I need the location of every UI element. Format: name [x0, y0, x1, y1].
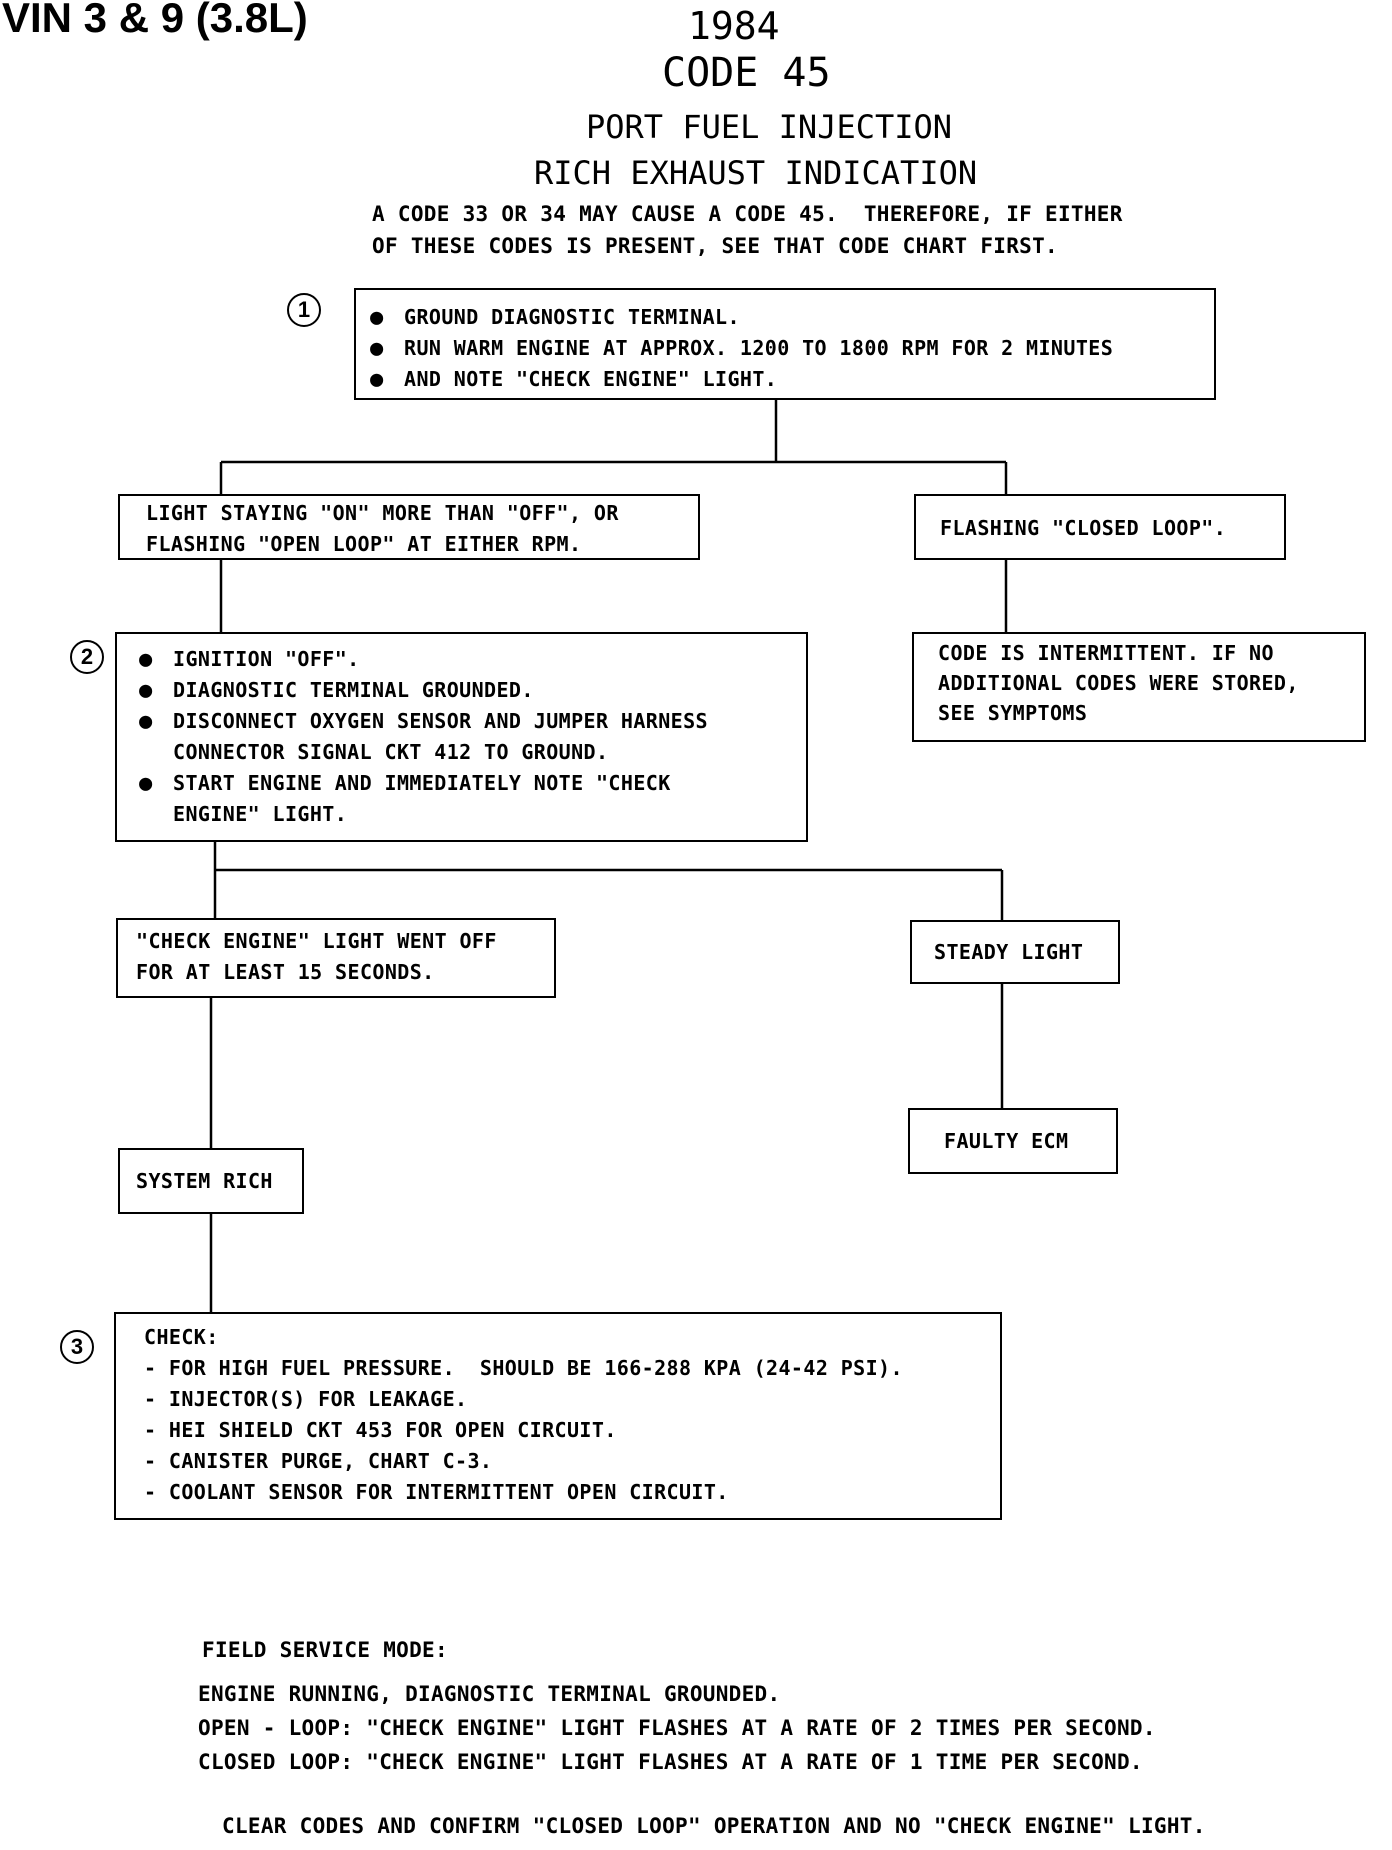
chart-title-line1: PORT FUEL INJECTION — [586, 108, 953, 146]
box2-bullet3: DISCONNECT OXYGEN SENSOR AND JUMPER HARN… — [139, 706, 806, 737]
box2-bullet4: START ENGINE AND IMMEDIATELY NOTE "CHECK — [139, 768, 806, 799]
box1-line2: RUN WARM ENGINE AT APPROX. 1200 TO 1800 … — [370, 333, 1214, 364]
field-service-line3: CLOSED LOOP: "CHECK ENGINE" LIGHT FLASHE… — [198, 1750, 1143, 1774]
went-off-line2: FOR AT LEAST 15 SECONDS. — [136, 960, 435, 984]
box-code-intermittent: CODE IS INTERMITTENT. IF NO ADDITIONAL C… — [912, 632, 1366, 742]
box3-line1: - FOR HIGH FUEL PRESSURE. SHOULD BE 166-… — [144, 1356, 903, 1380]
box-steady-light: STEADY LIGHT — [910, 920, 1120, 984]
intro-note-line2: OF THESE CODES IS PRESENT, SEE THAT CODE… — [372, 234, 1058, 258]
step-2-marker: 2 — [70, 640, 104, 674]
box1-line1: GROUND DIAGNOSTIC TERMINAL. — [370, 302, 1214, 333]
code-number: CODE 45 — [662, 50, 831, 96]
field-service-line2: OPEN - LOOP: "CHECK ENGINE" LIGHT FLASHE… — [198, 1716, 1156, 1740]
closed-loop-text: FLASHING "CLOSED LOOP". — [940, 516, 1227, 540]
box2-bullet1: IGNITION "OFF". — [139, 644, 806, 675]
box-light-staying-on: LIGHT STAYING "ON" MORE THAN "OFF", OR F… — [118, 494, 700, 560]
intermittent-line2: ADDITIONAL CODES WERE STORED, — [938, 671, 1299, 695]
intro-note-line1: A CODE 33 OR 34 MAY CAUSE A CODE 45. THE… — [372, 202, 1123, 226]
box3-line4: - CANISTER PURGE, CHART C-3. — [144, 1449, 493, 1473]
steady-light-text: STEADY LIGHT — [934, 940, 1084, 964]
box2-bullet3-cont: CONNECTOR SIGNAL CKT 412 TO GROUND. — [173, 740, 609, 764]
step-1-marker: 1 — [287, 293, 321, 327]
field-service-heading: FIELD SERVICE MODE: — [202, 1638, 448, 1662]
box3-line2: - INJECTOR(S) FOR LEAKAGE. — [144, 1387, 468, 1411]
box3-heading: CHECK: — [144, 1325, 219, 1349]
box3-line3: - HEI SHIELD CKT 453 FOR OPEN CIRCUIT. — [144, 1418, 617, 1442]
step-3-marker: 3 — [60, 1330, 94, 1364]
field-service-line1: ENGINE RUNNING, DIAGNOSTIC TERMINAL GROU… — [198, 1682, 781, 1706]
box-flashing-closed-loop: FLASHING "CLOSED LOOP". — [914, 494, 1286, 560]
chart-title-line2: RICH EXHAUST INDICATION — [534, 154, 978, 192]
box-system-rich: SYSTEM RICH — [118, 1148, 304, 1214]
box-step3-checks: CHECK: - FOR HIGH FUEL PRESSURE. SHOULD … — [114, 1312, 1002, 1520]
went-off-line1: "CHECK ENGINE" LIGHT WENT OFF — [136, 929, 497, 953]
intermittent-line1: CODE IS INTERMITTENT. IF NO — [938, 641, 1274, 665]
box2-bullet4-cont: ENGINE" LIGHT. — [173, 802, 348, 826]
box-step1: GROUND DIAGNOSTIC TERMINAL. RUN WARM ENG… — [354, 288, 1216, 400]
clear-codes-note: CLEAR CODES AND CONFIRM "CLOSED LOOP" OP… — [222, 1814, 1206, 1838]
light-on-line2: FLASHING "OPEN LOOP" AT EITHER RPM. — [146, 532, 582, 556]
box2-bullet2: DIAGNOSTIC TERMINAL GROUNDED. — [139, 675, 806, 706]
box-step2: IGNITION "OFF". DIAGNOSTIC TERMINAL GROU… — [115, 632, 808, 842]
faulty-ecm-text: FAULTY ECM — [944, 1129, 1069, 1153]
intermittent-line3: SEE SYMPTOMS — [938, 701, 1088, 725]
vin-label: VIN 3 & 9 (3.8L) — [2, 0, 308, 41]
light-on-line1: LIGHT STAYING "ON" MORE THAN "OFF", OR — [146, 501, 619, 525]
chart-year: 1984 — [688, 4, 780, 48]
box-faulty-ecm: FAULTY ECM — [908, 1108, 1118, 1174]
system-rich-text: SYSTEM RICH — [136, 1169, 273, 1193]
box3-line5: - COOLANT SENSOR FOR INTERMITTENT OPEN C… — [144, 1480, 729, 1504]
box1-line3: AND NOTE "CHECK ENGINE" LIGHT. — [370, 364, 1214, 395]
box-light-went-off: "CHECK ENGINE" LIGHT WENT OFF FOR AT LEA… — [116, 918, 556, 998]
